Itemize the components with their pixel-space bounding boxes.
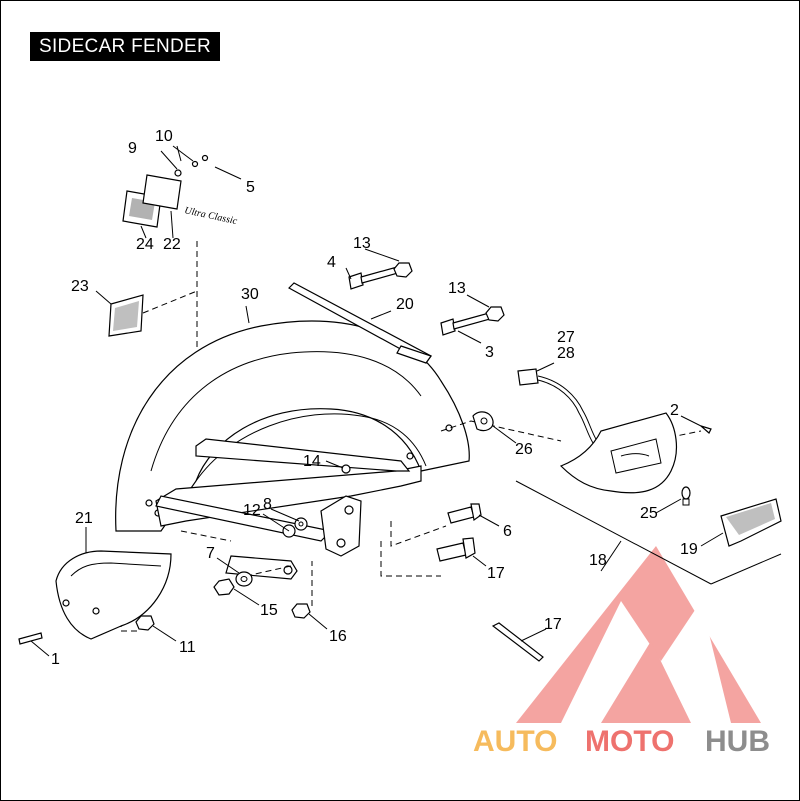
callout-20: 19 bbox=[680, 541, 698, 558]
callout-13-top: 13 bbox=[353, 235, 371, 252]
watermark-logo bbox=[516, 546, 761, 723]
rail-21 bbox=[288, 282, 432, 364]
watermark-text: AUTO MOTO HUB bbox=[473, 725, 770, 758]
callout-19: 18 bbox=[589, 552, 607, 569]
callout-14: 14 bbox=[303, 453, 321, 470]
diagram-title: SIDECAR FENDER bbox=[30, 32, 221, 61]
watermark-auto: AUTO bbox=[473, 725, 557, 758]
watermark-moto: MOTO bbox=[585, 725, 674, 758]
callout-17: 17 bbox=[544, 616, 562, 633]
callout-30: 30 bbox=[241, 286, 259, 303]
callout-1: 1 bbox=[51, 651, 60, 668]
clip-27 bbox=[472, 411, 494, 432]
frame-bracket bbox=[155, 438, 422, 580]
callout-8: 8 bbox=[263, 496, 272, 513]
callout-11: 11 bbox=[179, 639, 196, 656]
small-hardware bbox=[18, 464, 351, 645]
callout-21: 20 bbox=[396, 296, 414, 313]
callout-10: 10 bbox=[155, 128, 173, 145]
leader-19 bbox=[515, 480, 782, 585]
reflector-24 bbox=[108, 290, 198, 337]
callout-7: 7 bbox=[206, 545, 215, 562]
callout-4: 4 bbox=[327, 254, 336, 271]
callout-24: 23 bbox=[71, 278, 89, 295]
tail-lamp-housing-19 bbox=[559, 412, 712, 494]
bolts-and-nuts bbox=[348, 262, 505, 336]
callout-29: 28 bbox=[557, 345, 575, 362]
watermark-hub: HUB bbox=[705, 725, 770, 758]
callout-12: 12 bbox=[243, 502, 261, 519]
bolt-18 bbox=[436, 537, 476, 562]
callout-22: 21 bbox=[75, 510, 93, 527]
tie-strap-17 bbox=[491, 622, 544, 662]
callout-25: 24 bbox=[136, 236, 154, 253]
bolt-6 bbox=[447, 503, 482, 524]
callout-28: 27 bbox=[557, 329, 575, 346]
fender-30 bbox=[115, 320, 470, 532]
callout-26: 25 bbox=[640, 505, 658, 522]
callout-labels: 9 10 5 24 22 23 30 13 4 20 13 3 27 28 2 … bbox=[51, 128, 698, 668]
callout-2: 2 bbox=[670, 402, 679, 419]
bulb-26 bbox=[681, 486, 691, 506]
bracket-22 bbox=[55, 550, 172, 640]
callout-3: 3 bbox=[485, 344, 494, 361]
callout-9: 9 bbox=[128, 140, 137, 157]
lens-20 bbox=[720, 498, 782, 547]
callout-6: 6 bbox=[503, 523, 512, 540]
callout-13-lower: 13 bbox=[448, 280, 466, 297]
ultra-classic-badge: Ultra Classic bbox=[183, 205, 238, 227]
connector-28-29 bbox=[517, 368, 598, 444]
callout-16: 16 bbox=[329, 628, 347, 645]
callout-18: 17 bbox=[487, 565, 505, 582]
callout-15: 15 bbox=[260, 602, 278, 619]
callout-5: 5 bbox=[246, 179, 255, 196]
callout-27: 26 bbox=[515, 441, 533, 458]
callout-23: 22 bbox=[163, 236, 181, 253]
callout-leaders bbox=[30, 145, 724, 657]
